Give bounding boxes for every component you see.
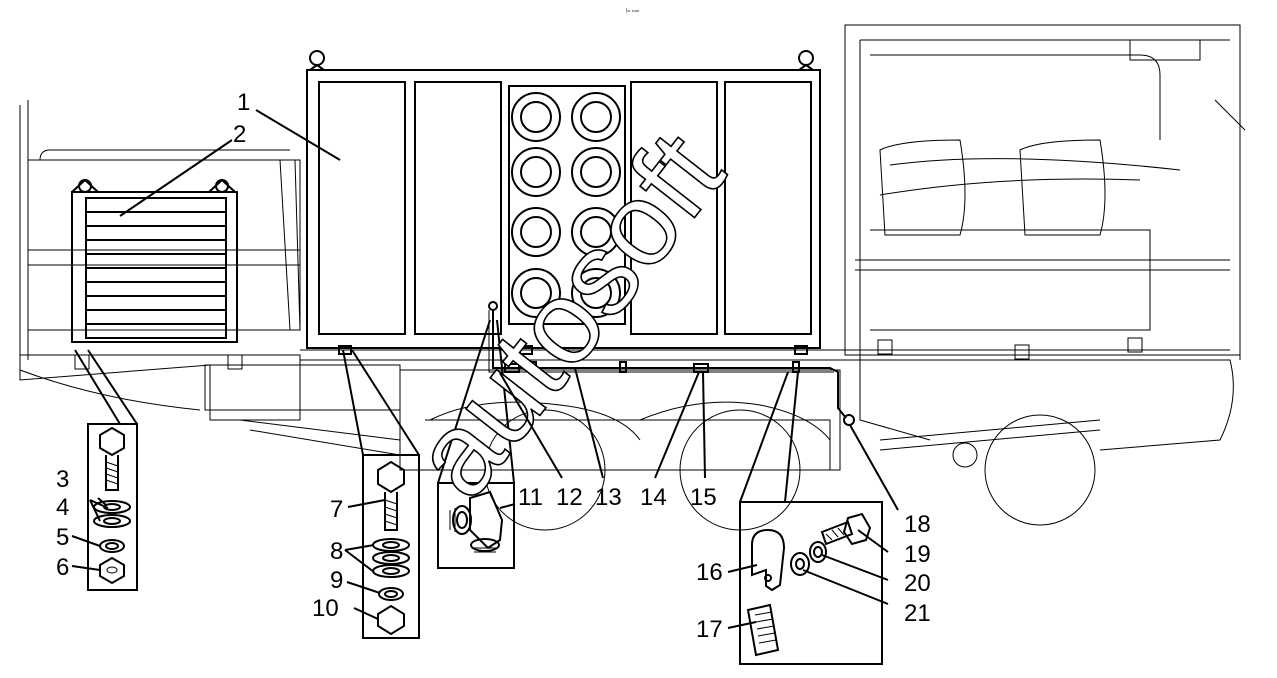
callout-11: 11: [518, 484, 543, 511]
callout-13: 13: [595, 484, 622, 511]
callout-2: 2: [233, 121, 246, 148]
vehicle-outline: [19, 24, 1246, 531]
leader-lines: [71, 109, 899, 629]
callout-21: 21: [904, 600, 931, 627]
callout-5: 5: [56, 524, 69, 551]
watermark: autosoft: [386, 109, 749, 521]
callout-14: 14: [640, 484, 667, 511]
callout-10: 10: [312, 595, 339, 622]
callout-labels: 1 2 3 4 5 6 7 8 9 10 11 12 13 14 15 16 1…: [56, 89, 931, 643]
clamp-detail: [739, 371, 883, 665]
callout-15: 15: [690, 484, 717, 511]
callout-20: 20: [904, 570, 931, 597]
radiator-unit: [71, 178, 238, 343]
callout-12: 12: [556, 484, 583, 511]
callout-19: 19: [904, 541, 931, 568]
pipe-line: [488, 301, 855, 426]
callout-7: 7: [330, 496, 343, 523]
main-frame-unit: [306, 50, 821, 355]
callout-3: 3: [56, 466, 69, 493]
callout-9: 9: [330, 567, 343, 594]
callout-8: 8: [330, 538, 343, 565]
callout-18: 18: [904, 511, 931, 538]
callout-16: 16: [696, 559, 723, 586]
fastener-detail-center: [342, 349, 420, 639]
callout-4: 4: [56, 494, 69, 521]
callout-17: 17: [696, 616, 723, 643]
callout-6: 6: [56, 554, 69, 581]
elbow-fitting-detail: [437, 319, 515, 569]
fastener-detail-left: [74, 349, 138, 591]
header-mark: ᴉₒ ₙₒₙ: [626, 7, 640, 14]
callout-1: 1: [237, 89, 250, 116]
